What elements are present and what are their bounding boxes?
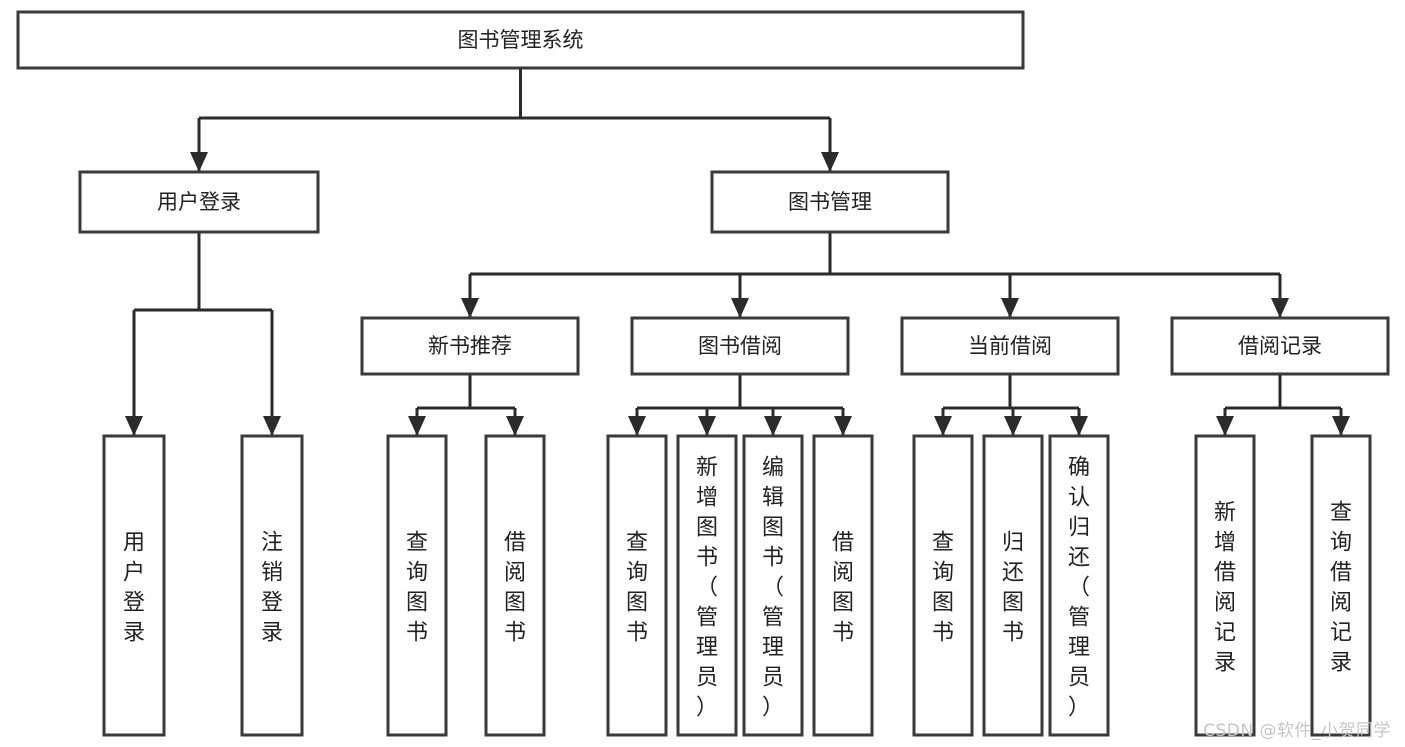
node-box (1048, 434, 1110, 737)
node-leaf-logout[interactable]: 注销登录 (240, 434, 304, 737)
node-leaf-user-login[interactable]: 用户登录 (102, 434, 166, 737)
node-label: 确认归还（管理员） (1068, 456, 1090, 721)
arrow-head-icon (1216, 416, 1234, 436)
node-leaf-query-record[interactable]: 查询借阅记录 (1310, 434, 1372, 737)
arrow-head-icon (506, 416, 524, 436)
node-box (360, 316, 580, 376)
node-book-borrow[interactable]: 图书借阅 (630, 316, 850, 376)
connector-group-book-borrow (628, 374, 852, 436)
arrow-head-icon (263, 416, 281, 436)
node-leaf-borrow-book-2[interactable]: 借阅图书 (812, 434, 874, 737)
node-box (912, 434, 974, 737)
node-box (606, 434, 668, 737)
arrow-head-icon (1004, 416, 1022, 436)
node-box (1170, 316, 1390, 376)
node-label: 图书借阅 (698, 334, 782, 358)
node-label: 图书管理系统 (458, 28, 584, 52)
node-box (102, 434, 166, 737)
csdn-watermark: CSDN @软件_小贺同学 (1203, 721, 1391, 741)
arrow-head-icon (834, 416, 852, 436)
node-label: 当前借阅 (968, 334, 1052, 358)
connector-group-user-login (125, 232, 281, 436)
node-box (484, 434, 546, 737)
node-label: 借阅记录 (1238, 334, 1322, 358)
node-box (812, 434, 874, 737)
node-label: 借阅图书 (504, 531, 526, 646)
connector-group-book-manage (461, 232, 1289, 318)
connector-group-root (190, 68, 839, 172)
arrow-head-icon (1271, 298, 1289, 318)
node-box (900, 316, 1120, 376)
arrow-head-icon (628, 416, 646, 436)
arrow-head-icon (408, 416, 426, 436)
node-leaf-return-book[interactable]: 归还图书 (982, 434, 1044, 737)
node-book-manage[interactable]: 图书管理 (710, 170, 950, 234)
node-label: 编辑图书（管理员） (762, 456, 784, 721)
node-leaf-add-book[interactable]: 新增图书（管理员） (676, 434, 738, 737)
arrow-head-icon (821, 152, 839, 172)
node-box (16, 10, 1025, 70)
node-leaf-query-book-1[interactable]: 查询图书 (386, 434, 448, 737)
node-box (630, 316, 850, 376)
node-borrow-record[interactable]: 借阅记录 (1170, 316, 1390, 376)
node-label: 注销登录 (261, 531, 283, 646)
arrow-head-icon (1001, 298, 1019, 318)
node-leaf-query-book-2[interactable]: 查询图书 (606, 434, 668, 737)
node-layer: 图书管理系统用户登录图书管理新书推荐图书借阅当前借阅借阅记录用户登录注销登录查询… (16, 10, 1390, 737)
node-label: 归还图书 (1002, 531, 1024, 646)
arrow-head-icon (1070, 416, 1088, 436)
node-box (1194, 434, 1256, 737)
arrow-head-icon (698, 416, 716, 436)
node-label: 图书管理 (788, 190, 872, 214)
node-current-borrow[interactable]: 当前借阅 (900, 316, 1120, 376)
node-label: 查询借阅记录 (1330, 501, 1352, 676)
arrow-head-icon (731, 298, 749, 318)
arrow-head-icon (764, 416, 782, 436)
node-label: 查询图书 (932, 531, 954, 646)
node-box (676, 434, 738, 737)
node-leaf-edit-book[interactable]: 编辑图书（管理员） (742, 434, 804, 737)
node-user-login[interactable]: 用户登录 (78, 170, 320, 234)
node-label: 查询图书 (626, 531, 648, 646)
node-label: 借阅图书 (832, 531, 854, 646)
arrow-head-icon (190, 152, 208, 172)
arrow-head-icon (1332, 416, 1350, 436)
node-box (710, 170, 950, 234)
node-box (742, 434, 804, 737)
node-leaf-borrow-book-1[interactable]: 借阅图书 (484, 434, 546, 737)
arrow-head-icon (461, 298, 479, 318)
node-box (386, 434, 448, 737)
connector-group-current-borrow (934, 374, 1088, 436)
node-box (240, 434, 304, 737)
node-leaf-confirm-return[interactable]: 确认归还（管理员） (1048, 434, 1110, 737)
connector-group-new-book-rec (408, 374, 524, 436)
node-leaf-add-record[interactable]: 新增借阅记录 (1194, 434, 1256, 737)
node-box (1310, 434, 1372, 737)
node-leaf-query-book-3[interactable]: 查询图书 (912, 434, 974, 737)
node-label: 新增图书（管理员） (696, 456, 718, 721)
arrow-head-icon (934, 416, 952, 436)
connector-layer (125, 68, 1350, 436)
connector-group-borrow-record (1216, 374, 1350, 436)
node-box (78, 170, 320, 234)
node-label: 新增借阅记录 (1214, 501, 1236, 676)
node-root[interactable]: 图书管理系统 (16, 10, 1025, 70)
node-box (982, 434, 1044, 737)
node-new-book-rec[interactable]: 新书推荐 (360, 316, 580, 376)
node-label: 用户登录 (123, 531, 145, 646)
node-label: 查询图书 (406, 531, 428, 646)
arrow-head-icon (125, 416, 143, 436)
node-label: 用户登录 (157, 190, 241, 214)
node-label: 新书推荐 (428, 334, 512, 358)
